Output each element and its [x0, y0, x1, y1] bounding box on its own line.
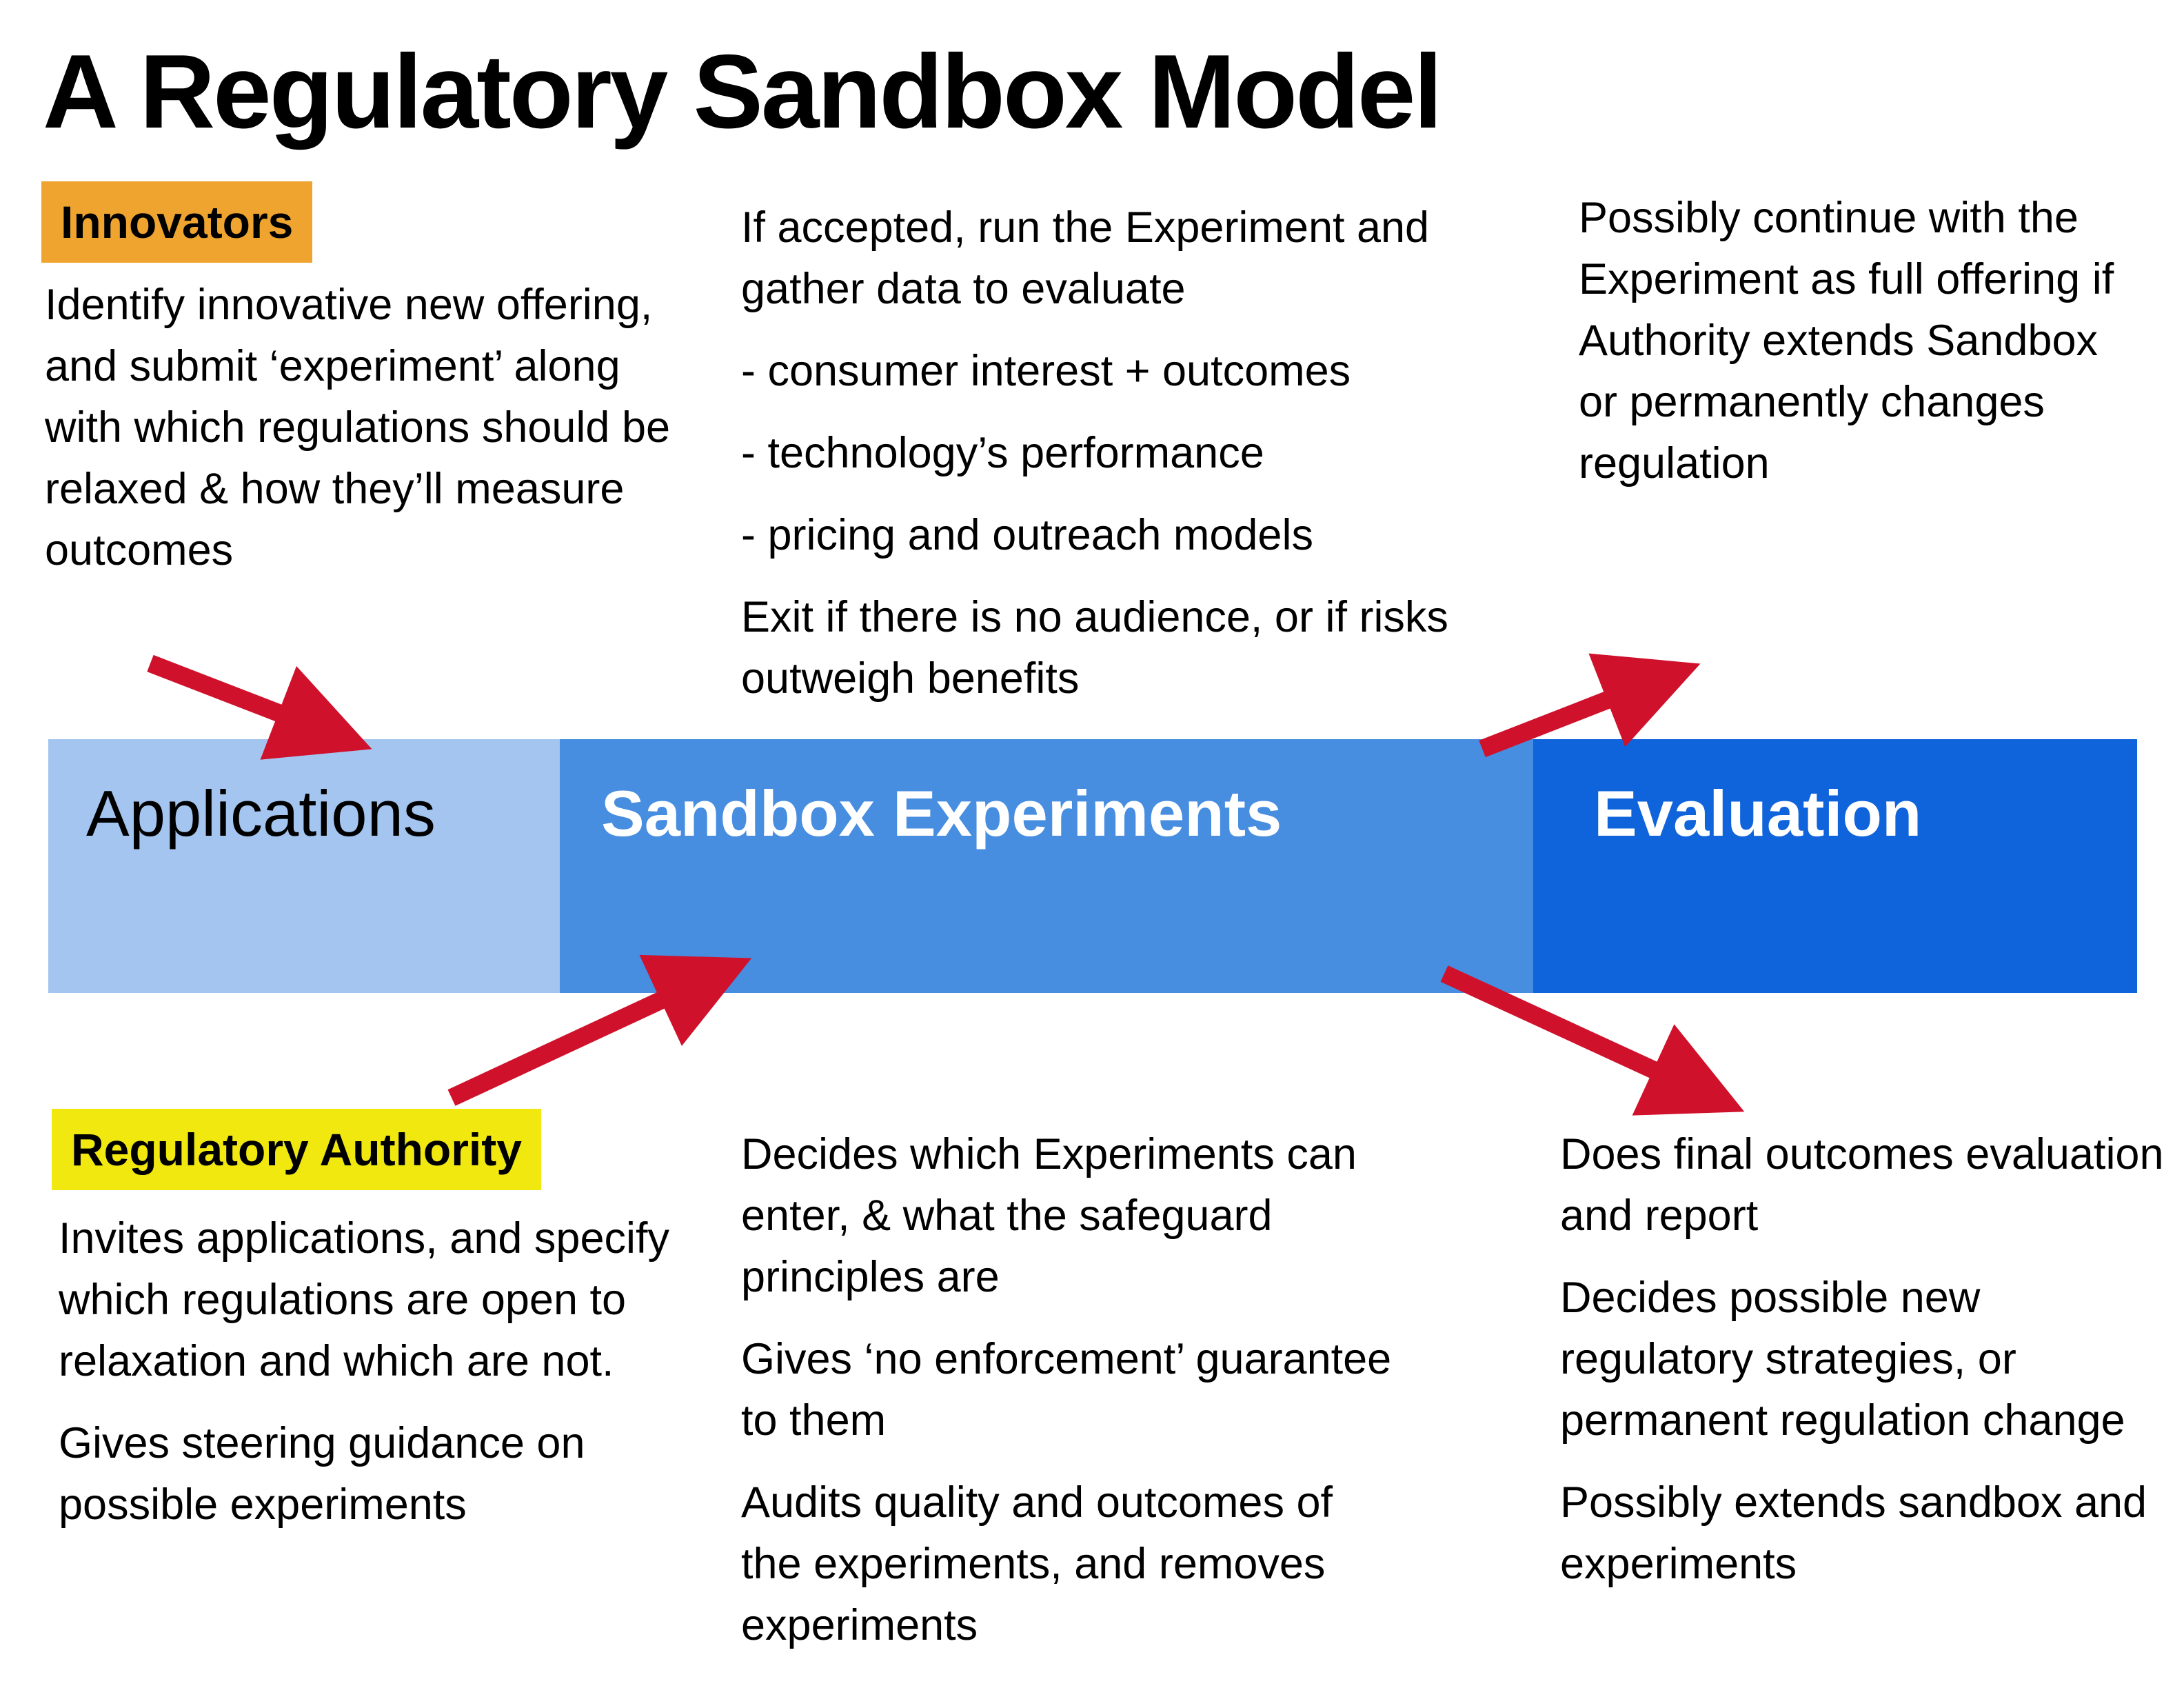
innovators-label: Innovators — [41, 181, 313, 263]
innovators-applications-notes: Identify innovative new offering, and su… — [45, 274, 700, 602]
stage-applications: Applications — [48, 739, 560, 993]
arrow-innovators-to-applications — [147, 654, 372, 760]
note-text: Possibly extends sandbox and experiments — [1560, 1478, 2147, 1588]
stage-sandbox-experiments: Sandbox Experiments — [560, 739, 1533, 993]
note-text: If accepted, run the Experiment and gath… — [741, 203, 1430, 313]
authority-sandbox-notes: Decides which Experiments can enter, & w… — [741, 1124, 1403, 1677]
note-text: Decides possible new regulatory strategi… — [1560, 1274, 2125, 1445]
authority-evaluation-notes: Does final outcomes evaluation and repor… — [1560, 1124, 2167, 1616]
note-text: Does final outcomes evaluation and repor… — [1560, 1130, 2164, 1240]
note-text: Gives ‘no enforcement’ guarantee to them — [741, 1335, 1392, 1445]
innovators-sandbox-notes: If accepted, run the Experiment and gath… — [741, 197, 1458, 730]
note-text: Invites applications, and specify which … — [59, 1214, 669, 1385]
stage-label: Applications — [86, 777, 436, 850]
note-text: Exit if there is no audience, or if risk… — [741, 593, 1448, 703]
note-text: Audits quality and outcomes of the exper… — [741, 1478, 1333, 1649]
authority-applications-notes: Invites applications, and specify which … — [59, 1208, 679, 1556]
note-bullet: - pricing and outreach models — [741, 511, 1313, 559]
stage-evaluation: Evaluation — [1533, 739, 2137, 993]
process-bar: Applications Sandbox Experiments Evaluat… — [48, 739, 2137, 993]
regulatory-authority-label: Regulatory Authority — [52, 1109, 541, 1190]
innovators-evaluation-notes: Possibly continue with the Experiment as… — [1579, 188, 2130, 515]
note-text: Gives steering guidance on possible expe… — [59, 1419, 585, 1529]
note-text: Possibly continue with the Experiment as… — [1579, 194, 2114, 488]
note-bullet: - consumer interest + outcomes — [741, 347, 1351, 395]
stage-label: Sandbox Experiments — [601, 777, 1282, 850]
note-bullet: - technology’s performance — [741, 429, 1264, 477]
note-text: Identify innovative new offering, and su… — [45, 281, 671, 574]
page-title: A Regulatory Sandbox Model — [43, 33, 1443, 150]
note-text: Decides which Experiments can enter, & w… — [741, 1130, 1357, 1301]
arrow-sandbox-to-evaluation-notes — [1479, 653, 1701, 758]
stage-label: Evaluation — [1594, 777, 1922, 850]
